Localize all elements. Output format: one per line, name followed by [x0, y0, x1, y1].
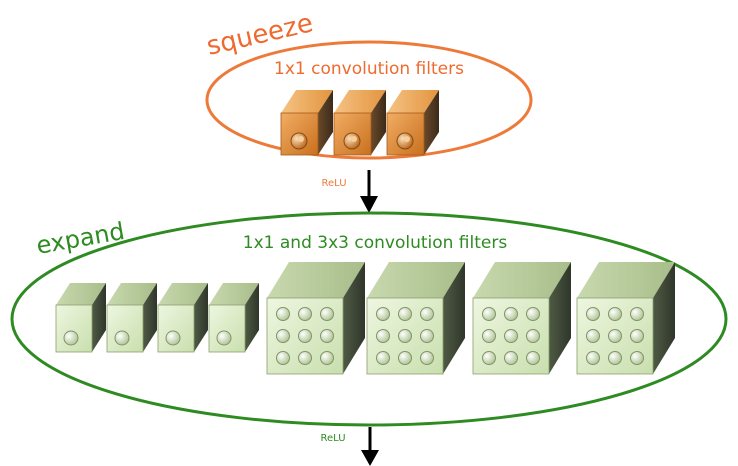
squeeze-relu-label: ReLU — [321, 178, 346, 189]
cuboid-1x1-icon — [157, 283, 208, 353]
expand-title: expand — [34, 217, 126, 260]
expand-outline — [10, 211, 728, 427]
cuboid-1x1-icon — [333, 90, 386, 156]
squeeze-subtitle: 1x1 convolution filters — [274, 59, 464, 79]
expand-subtitle: 1x1 and 3x3 convolution filters — [243, 233, 508, 253]
cuboid-1x1-icon — [106, 283, 157, 353]
arrow-down-icon — [360, 170, 378, 213]
expand-filter-3x3-2 — [366, 262, 465, 375]
arrow-down-icon — [361, 427, 379, 466]
cuboid-1x1-icon — [55, 283, 106, 353]
cuboid-1x1-icon — [280, 90, 333, 156]
cube-3x3-icon — [576, 262, 675, 375]
cuboid-1x1-icon — [208, 283, 259, 353]
cube-3x3-icon — [266, 262, 365, 375]
squeeze-title: squeeze — [204, 8, 316, 62]
expand-filter-3x3-4 — [576, 262, 675, 375]
cube-3x3-icon — [366, 262, 465, 375]
squeeze-filter-1 — [280, 90, 333, 156]
expand-filter-1x1-3 — [157, 283, 208, 353]
cube-3x3-icon — [472, 262, 571, 375]
expand-filter-3x3-3 — [472, 262, 571, 375]
squeeze-filter-2 — [333, 90, 386, 156]
expand-filter-1x1-1 — [55, 283, 106, 353]
expand-filter-1x1-4 — [208, 283, 259, 353]
expand-relu-label: ReLU — [320, 433, 345, 444]
expand-filter-1x1-2 — [106, 283, 157, 353]
squeeze-outline — [205, 40, 533, 160]
expand-filter-3x3-1 — [266, 262, 365, 375]
cuboid-1x1-icon — [386, 90, 439, 156]
squeeze-filter-3 — [386, 90, 439, 156]
